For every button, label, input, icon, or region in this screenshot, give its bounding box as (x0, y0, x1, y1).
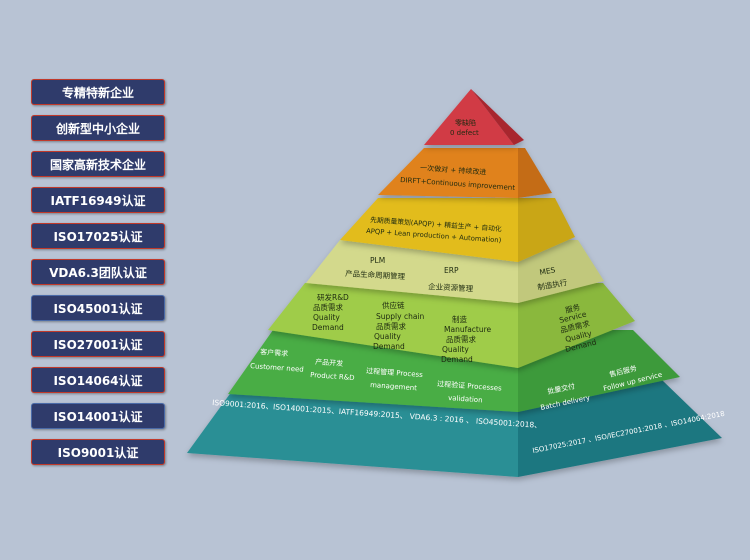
pyramid-level-3 (340, 198, 575, 262)
cert-high-tech-enterprise[interactable]: 国家高新技术企业 (31, 151, 165, 177)
level5-manufacture-0: 制造 (452, 314, 467, 324)
level6-product-zh: 产品开发 (315, 357, 344, 368)
level5-rd-3: Demand (312, 323, 344, 332)
level5-supply-2: 品质需求 (376, 321, 406, 331)
level5-service-0: 服务 (564, 301, 581, 314)
level3-side-face (518, 198, 575, 262)
level6-process-mgmt-en: management (370, 381, 418, 392)
cert-iso27001[interactable]: ISO27001认证 (31, 331, 165, 357)
cert-specialized-enterprise[interactable]: 专精特新企业 (31, 79, 165, 105)
level5-rd-1: 品质需求 (313, 302, 343, 312)
cert-iso14001[interactable]: ISO14001认证 (31, 403, 165, 429)
cert-innovative-sme[interactable]: 创新型中小企业 (31, 115, 165, 141)
level5-rd-2: Quality (313, 313, 340, 322)
level5-manufacture-3: Quality (442, 345, 469, 354)
level4-mes-title: MES (539, 265, 557, 277)
level5-manufacture-2: 品质需求 (446, 334, 476, 344)
level6-process-val-en: validation (448, 394, 483, 404)
level4-erp-title: ERP (444, 266, 459, 275)
cert-iso45001[interactable]: ISO45001认证 (31, 295, 165, 321)
level6-process-mgmt-zh: 过程管理 Process (366, 366, 424, 379)
level6-customer-en: Customer need (250, 362, 304, 374)
cert-iatf16949[interactable]: IATF16949认证 (31, 187, 165, 213)
cert-iso17025[interactable]: ISO17025认证 (31, 223, 165, 249)
level4-plm-desc: 产品生命周期管理 (345, 268, 406, 281)
level3-front-face (340, 198, 518, 262)
level5-supply-4: Demand (373, 342, 405, 351)
cert-iso9001[interactable]: ISO9001认证 (31, 439, 165, 465)
level6-product-en: Product R&D (310, 371, 355, 382)
level4-front-face (306, 240, 518, 303)
level7-side-face (518, 380, 722, 477)
pyramid-level-2 (378, 148, 552, 198)
level5-front-face (268, 283, 518, 368)
level5-supply-3: Quality (374, 332, 401, 341)
level5-manufacture-1: Manufacture (444, 325, 492, 334)
certification-list: 专精特新企业 创新型中小企业 国家高新技术企业 IATF16949认证 ISO1… (31, 79, 165, 465)
level1-zh: 零缺陷 (455, 118, 476, 127)
level5-side-face (518, 283, 635, 368)
pyramid-level-1 (424, 89, 524, 145)
pyramid-level-4 (306, 240, 604, 303)
level2-front-face (378, 148, 518, 198)
level5-rd-0: 研发R&D (317, 292, 349, 302)
level2-side-face (518, 148, 552, 198)
level5-supply-1: Supply chain (376, 312, 424, 321)
level4-plm-title: PLM (370, 256, 385, 265)
level6-customer-zh: 客户需求 (260, 347, 289, 358)
pyramid-level-5 (268, 283, 635, 368)
level1-front-face (424, 89, 514, 145)
level1-en: 0 defect (450, 129, 479, 137)
cert-vda63[interactable]: VDA6.3团队认证 (31, 259, 165, 285)
level4-erp-desc: 企业资源管理 (428, 281, 474, 293)
level1-side-face (471, 89, 524, 145)
level5-manufacture-4: Demand (441, 355, 473, 364)
level4-side-face (518, 240, 604, 303)
cert-iso14064[interactable]: ISO14064认证 (31, 367, 165, 393)
level5-supply-0: 供应链 (382, 300, 405, 310)
